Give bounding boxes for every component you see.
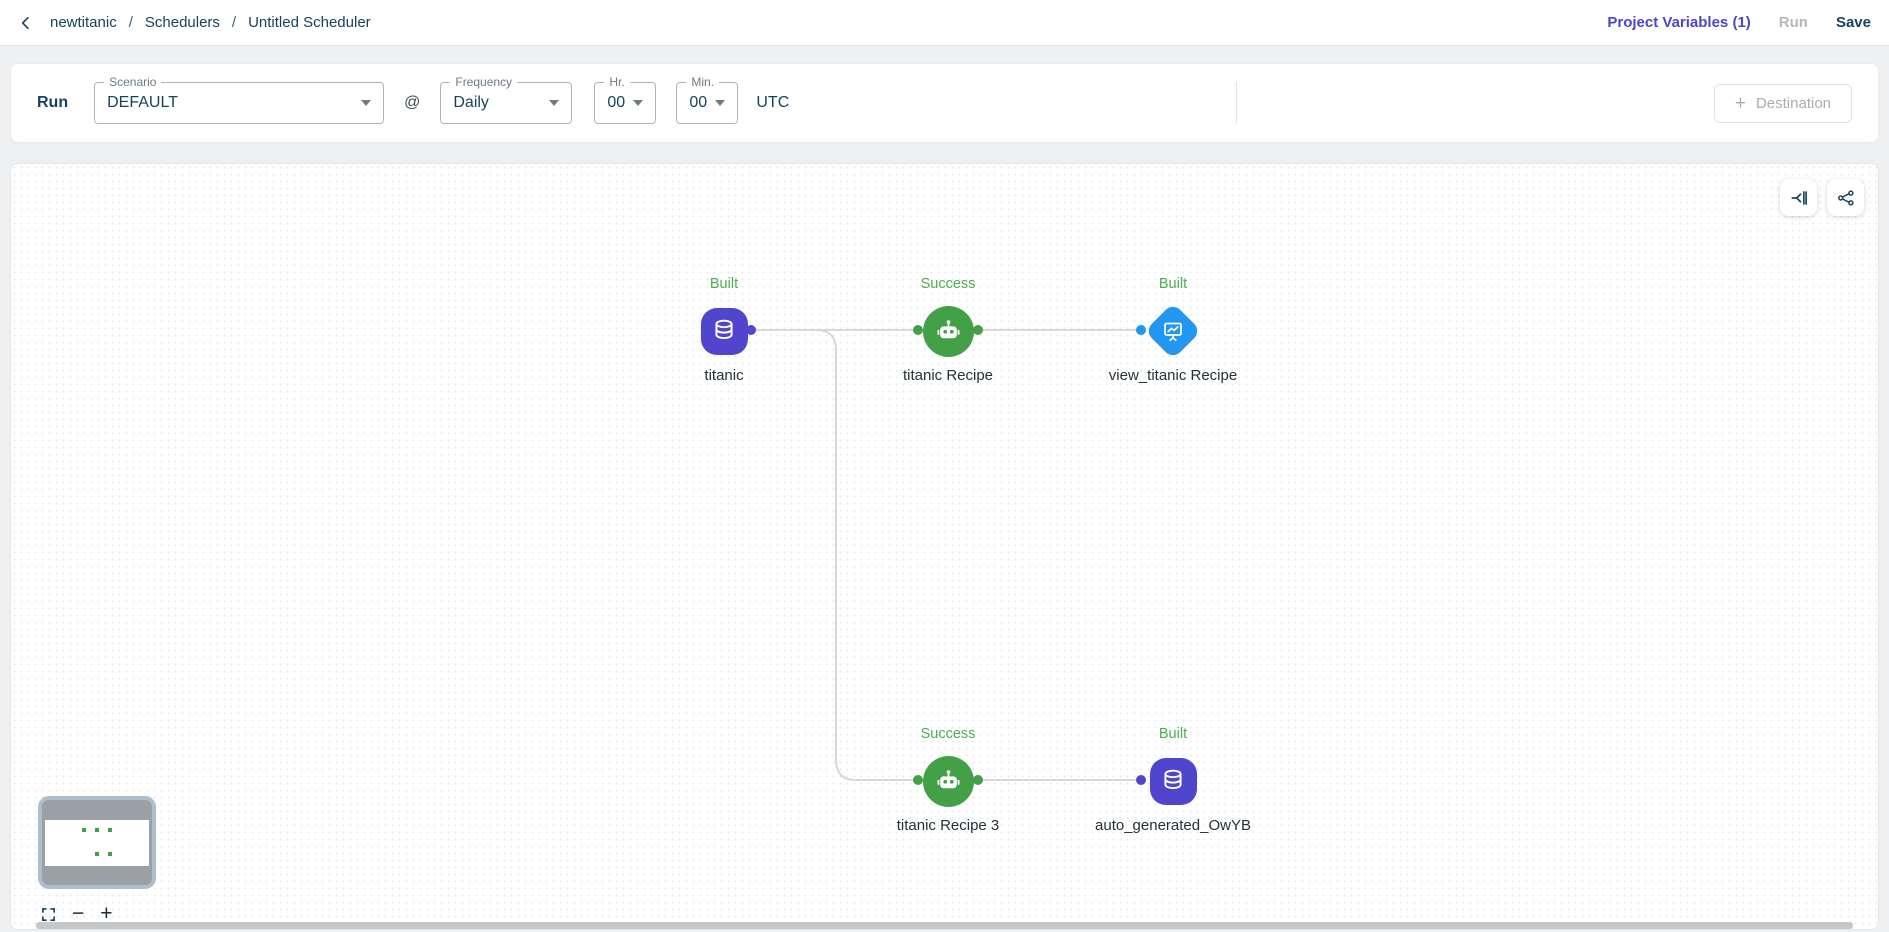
horizontal-scrollbar[interactable] <box>36 922 1853 929</box>
minimap-node-dot <box>95 852 99 856</box>
run-label: Run <box>37 94 69 111</box>
breadcrumb-schedulers[interactable]: Schedulers <box>144 14 220 31</box>
plus-icon: + <box>1734 92 1746 114</box>
zoom-out-button[interactable]: − <box>72 902 85 925</box>
node-label: titanic Recipe 3 <box>896 817 1000 834</box>
recipe-shape <box>922 755 974 807</box>
dataset-shape <box>1149 757 1197 805</box>
fit-to-screen-button[interactable] <box>41 907 56 922</box>
flow-canvas[interactable]: Built titanic Success <box>10 163 1879 930</box>
layout-graph-button[interactable] <box>1827 179 1864 216</box>
database-icon <box>715 319 733 340</box>
robot-icon <box>936 319 960 338</box>
chevron-left-icon <box>21 16 29 29</box>
database-icon <box>1164 769 1182 790</box>
node-status-badge: Success <box>920 276 976 292</box>
hour-select[interactable]: Hr. 00 <box>594 75 657 124</box>
chevron-down-icon <box>715 100 726 106</box>
add-destination-button[interactable]: + Destination <box>1713 83 1852 123</box>
node-status-badge: Built <box>1158 726 1188 742</box>
fit-screen-icon <box>42 907 55 921</box>
toolbar-divider <box>1236 82 1237 124</box>
minimap-node-dot <box>95 828 99 832</box>
breadcrumb-current-page: Untitled Scheduler <box>248 14 371 31</box>
insight-shape <box>1144 302 1202 360</box>
frequency-label: Frequency <box>450 75 518 89</box>
minute-label: Min. <box>686 75 720 89</box>
project-variables-button[interactable]: Project Variables (1) <box>1607 14 1751 31</box>
robot-icon <box>936 769 960 788</box>
scheduler-toolbar: Run Scenario DEFAULT @ Frequency Daily H… <box>10 63 1879 143</box>
frequency-select[interactable]: Frequency Daily <box>440 75 573 124</box>
node-titanic[interactable]: Built titanic <box>634 276 814 384</box>
recipe-shape <box>922 305 974 357</box>
node-label: titanic Recipe <box>902 367 994 384</box>
frequency-value: Daily <box>453 94 489 111</box>
node-label: view_titanic Recipe <box>1108 367 1238 384</box>
save-button[interactable]: Save <box>1835 14 1871 31</box>
node-status-badge: Success <box>920 726 976 742</box>
minute-select[interactable]: Min. 00 <box>676 75 739 124</box>
minimap-node-dot <box>108 828 112 832</box>
scenario-select[interactable]: Scenario DEFAULT <box>94 75 385 124</box>
node-label: titanic <box>704 367 744 384</box>
minimap[interactable] <box>38 796 156 889</box>
node-status-badge: Built <box>709 276 739 292</box>
minimap-node-dot <box>108 852 112 856</box>
panel-arrow-left-icon <box>1790 190 1807 205</box>
minute-value: 00 <box>689 94 708 111</box>
node-titanic-recipe[interactable]: Success titanic Recipe <box>858 276 1038 384</box>
minimap-node-dot <box>82 828 86 832</box>
at-symbol: @ <box>404 94 421 111</box>
chevron-down-icon <box>361 100 372 106</box>
node-titanic-recipe-3[interactable]: Success titanic Recipe 3 <box>858 726 1038 834</box>
chart-board-icon <box>1164 322 1182 342</box>
back-button[interactable] <box>18 15 34 31</box>
top-header: newtitanic / Schedulers / Untitled Sched… <box>0 0 1889 46</box>
timezone-label: UTC <box>756 94 790 111</box>
run-button-disabled[interactable]: Run <box>1778 14 1808 31</box>
minimap-viewport[interactable] <box>45 820 149 866</box>
collapse-panel-button[interactable] <box>1780 179 1817 216</box>
scenario-value: DEFAULT <box>107 94 178 111</box>
node-label: auto_generated_OwYB <box>1095 817 1251 834</box>
breadcrumb-separator: / <box>128 14 133 31</box>
breadcrumb-project[interactable]: newtitanic <box>50 14 117 31</box>
zoom-controls: − + <box>41 902 113 925</box>
breadcrumb: newtitanic / Schedulers / Untitled Sched… <box>50 14 371 31</box>
zoom-in-button[interactable]: + <box>100 902 113 925</box>
dataset-shape <box>700 307 748 355</box>
destination-button-label: Destination <box>1755 94 1831 112</box>
breadcrumb-separator: / <box>231 14 237 31</box>
scenario-label: Scenario <box>104 75 162 89</box>
chevron-down-icon <box>633 100 644 106</box>
node-auto-generated-owyb[interactable]: Built auto_generated_OwYB <box>1083 726 1263 834</box>
node-view-titanic-recipe[interactable]: Built view_titanic Recipe <box>1083 276 1263 384</box>
hour-label: Hr. <box>604 75 630 89</box>
node-status-badge: Built <box>1158 276 1188 292</box>
flow-edges <box>746 325 1146 785</box>
share-graph-icon <box>1837 189 1854 206</box>
hour-value: 00 <box>607 94 626 111</box>
chevron-down-icon <box>549 100 560 106</box>
